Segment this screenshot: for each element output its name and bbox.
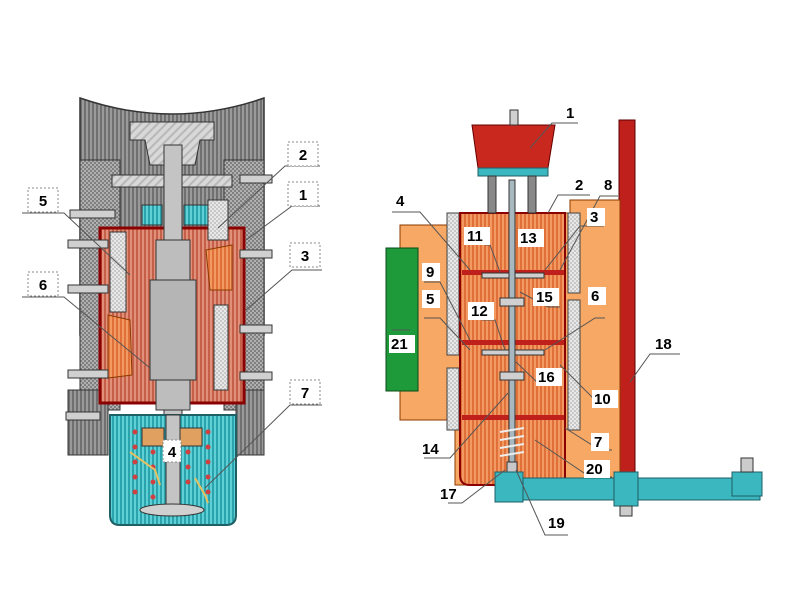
linkage-joint-mid	[613, 471, 639, 507]
red-tube	[618, 119, 636, 483]
callout-box: 3	[289, 242, 321, 268]
callout-5: 5	[426, 291, 434, 308]
rod-nut-16	[499, 371, 525, 381]
flex-wire	[129, 451, 209, 504]
shaft-collar-upper	[155, 239, 191, 281]
linkage-joint-right	[731, 471, 763, 497]
callout-box: 7	[289, 379, 321, 405]
callout-12: 12	[471, 303, 488, 320]
lower-contact	[107, 314, 133, 379]
lower-spring	[499, 427, 525, 457]
callout-1: 1	[566, 105, 574, 122]
callout-15: 15	[536, 289, 553, 306]
callout-17: 17	[440, 486, 457, 503]
cup-shaft	[165, 414, 181, 516]
bolts	[65, 174, 273, 421]
upper-right-block	[207, 199, 229, 241]
right-lever	[213, 304, 229, 391]
cup-pad-left	[141, 427, 165, 447]
callout-2: 2	[575, 177, 583, 194]
right-cross-section: 1 2 8 3 4 11 13 9 5 15 12 6 21 16 10 18 …	[385, 105, 763, 536]
callout-21-box: 21	[389, 335, 415, 353]
left-lever	[109, 231, 127, 313]
callout-1: 1	[299, 187, 307, 204]
callout-4: 4	[168, 444, 177, 461]
shaft-collar-low	[155, 379, 191, 411]
callout-19: 19	[548, 515, 565, 532]
callout-16-box: 16	[536, 368, 562, 386]
callout-6-box: 6	[588, 287, 606, 305]
callout-4: 4	[396, 193, 405, 210]
shaft-collar-mid	[149, 279, 197, 381]
linkage-joint-left	[494, 471, 524, 503]
rod-nut-15	[499, 297, 525, 307]
callout-11-box: 11	[464, 227, 490, 245]
callout-9: 9	[426, 264, 434, 281]
callout-box: 6	[27, 271, 59, 297]
insulator-right-lower	[567, 299, 581, 431]
callout-6: 6	[39, 277, 47, 294]
crown-cap	[129, 121, 215, 166]
cap-base	[477, 167, 549, 177]
green-block	[385, 247, 419, 392]
callout-13-box: 13	[518, 229, 544, 247]
callout-3: 3	[590, 209, 598, 226]
callout-13: 13	[520, 230, 537, 247]
insulator-left-upper	[446, 212, 460, 356]
callout-12-box: 12	[468, 302, 494, 320]
callout-15-box: 15	[533, 288, 559, 306]
callout-18: 18	[655, 336, 672, 353]
right-leader-lines	[392, 122, 680, 536]
left-callouts: 2 1 3 5 6 7 4	[27, 141, 321, 463]
central-rod	[508, 179, 516, 481]
callout-7: 7	[594, 434, 602, 451]
left-cross-section: 2 1 3 5 6 7 4	[22, 96, 322, 526]
bolt-mid	[619, 505, 633, 517]
callout-box: 2	[287, 141, 319, 167]
callout-20: 20	[586, 461, 603, 478]
cap-leg-right	[527, 175, 537, 214]
callout-8: 8	[604, 177, 612, 194]
insulator-left-lower	[446, 367, 460, 431]
callout-9-box: 9	[422, 263, 440, 281]
insulator-right-upper	[567, 212, 581, 294]
callout-14: 14	[422, 441, 439, 458]
cup-base-disc	[139, 503, 205, 517]
callout-10: 10	[594, 391, 611, 408]
callout-7: 7	[301, 385, 309, 402]
callout-6: 6	[591, 288, 599, 305]
bolt-right	[740, 457, 754, 473]
right-callouts: 1 2 8 3 4 11 13 9 5 15 12 6 21 16 10 18 …	[389, 105, 672, 532]
callout-box: 1	[287, 181, 319, 207]
callout-16: 16	[538, 369, 555, 386]
cap-knob	[509, 109, 519, 126]
callout-2: 2	[299, 147, 307, 164]
callout-3-box: 3	[587, 208, 605, 226]
callout-10-box: 10	[592, 390, 618, 408]
callout-7-box: 7	[591, 433, 609, 451]
upper-contact	[205, 244, 233, 291]
spring-coils	[132, 429, 211, 500]
callout-box: 4	[162, 439, 182, 463]
callout-21: 21	[391, 336, 408, 353]
callout-5-box: 5	[422, 290, 440, 308]
cup-pad-right	[179, 427, 203, 447]
callout-box: 5	[27, 187, 59, 213]
callout-20-box: 20	[584, 460, 610, 478]
callout-11: 11	[467, 228, 483, 245]
cap-leg-left	[487, 175, 497, 214]
callout-3: 3	[301, 248, 309, 265]
teal-ring-left	[141, 204, 163, 226]
top-cap	[471, 124, 556, 169]
callout-5: 5	[39, 193, 47, 210]
